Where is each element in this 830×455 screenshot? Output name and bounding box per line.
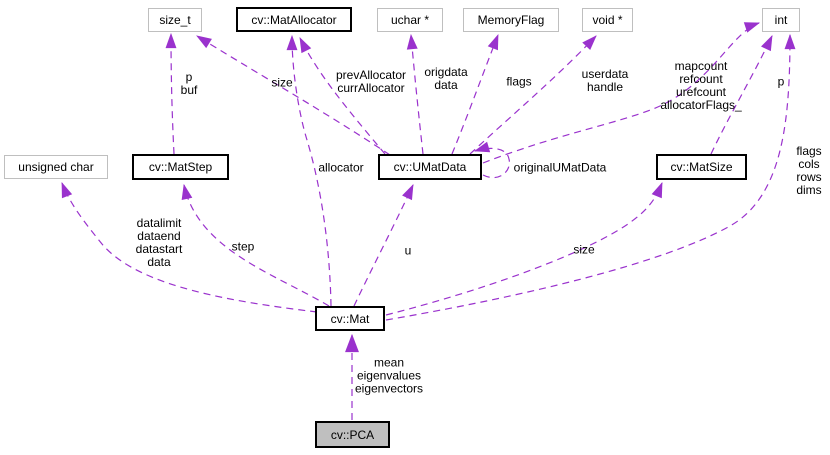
- node-cv-matstep[interactable]: cv::MatStep: [132, 154, 229, 180]
- edge-umatdata-to-matallocator: [299, 37, 386, 155]
- node-cv-mat[interactable]: cv::Mat: [315, 306, 385, 331]
- edge-label-size-umatdata: size: [271, 75, 293, 90]
- node-int: int: [762, 8, 800, 32]
- node-cv-matsize[interactable]: cv::MatSize: [656, 154, 747, 180]
- edge-label-umatdata-counts: mapcount refcount urefcount allocatorFla…: [660, 59, 742, 112]
- edge-label-u: u: [404, 243, 412, 258]
- edge-mat-to-unsigned-char: [61, 181, 318, 313]
- edge-umatdata-to-uchar: [406, 33, 424, 155]
- edge-mat-to-matstep: [181, 183, 330, 307]
- edge-label-prev-curr-allocator: prevAllocator currAllocator: [335, 68, 407, 95]
- edge-label-original-umatdata: originalUMatData: [513, 160, 607, 175]
- edge-label-flags-cols-rows-dims: flags cols rows dims: [796, 144, 822, 197]
- edge-umatdata-to-memoryflag: [451, 33, 499, 155]
- edge-label-flags-memoryflag: flags: [506, 74, 532, 89]
- edge-matsize-to-int: [710, 35, 773, 155]
- edge-label-step: step: [231, 239, 255, 254]
- node-cv-pca: cv::PCA: [315, 421, 390, 448]
- node-size-t: size_t: [148, 8, 202, 32]
- edge-label-userdata-handle: userdata handle: [581, 67, 629, 94]
- edge-umatdata-to-void: [469, 35, 597, 155]
- edge-umatdata-self-loop: [473, 141, 510, 179]
- edge-mat-to-matsize: [385, 181, 663, 316]
- edge-umatdata-to-size-t: [196, 35, 391, 156]
- node-cv-matallocator[interactable]: cv::MatAllocator: [236, 7, 352, 32]
- edge-mat-to-matallocator: [286, 34, 332, 307]
- edge-label-allocator: allocator: [318, 160, 364, 175]
- edge-label-p-matsize: p: [777, 74, 785, 89]
- node-memoryflag: MemoryFlag: [463, 8, 559, 32]
- edge-label-origdata-data: origdata data: [424, 65, 468, 92]
- node-unsigned-char: unsigned char: [4, 155, 108, 179]
- edge-mat-to-umatdata: [353, 184, 414, 307]
- node-cv-umatdata[interactable]: cv::UMatData: [378, 154, 482, 180]
- edge-mat-to-int: [385, 33, 796, 321]
- edge-label-p-buf: p buf: [180, 70, 198, 97]
- node-uchar-ptr: uchar *: [377, 8, 443, 32]
- edge-umatdata-to-int: [482, 22, 761, 164]
- edge-matstep-to-size-t: [165, 32, 177, 155]
- edge-label-data-members: datalimit dataend datastart data: [135, 216, 183, 269]
- edge-label-mean-eigenvalues-eigenvectors: mean eigenvalues eigenvectors: [354, 355, 424, 396]
- edge-label-size-matsize: size: [573, 242, 595, 257]
- node-void-ptr: void *: [582, 8, 633, 32]
